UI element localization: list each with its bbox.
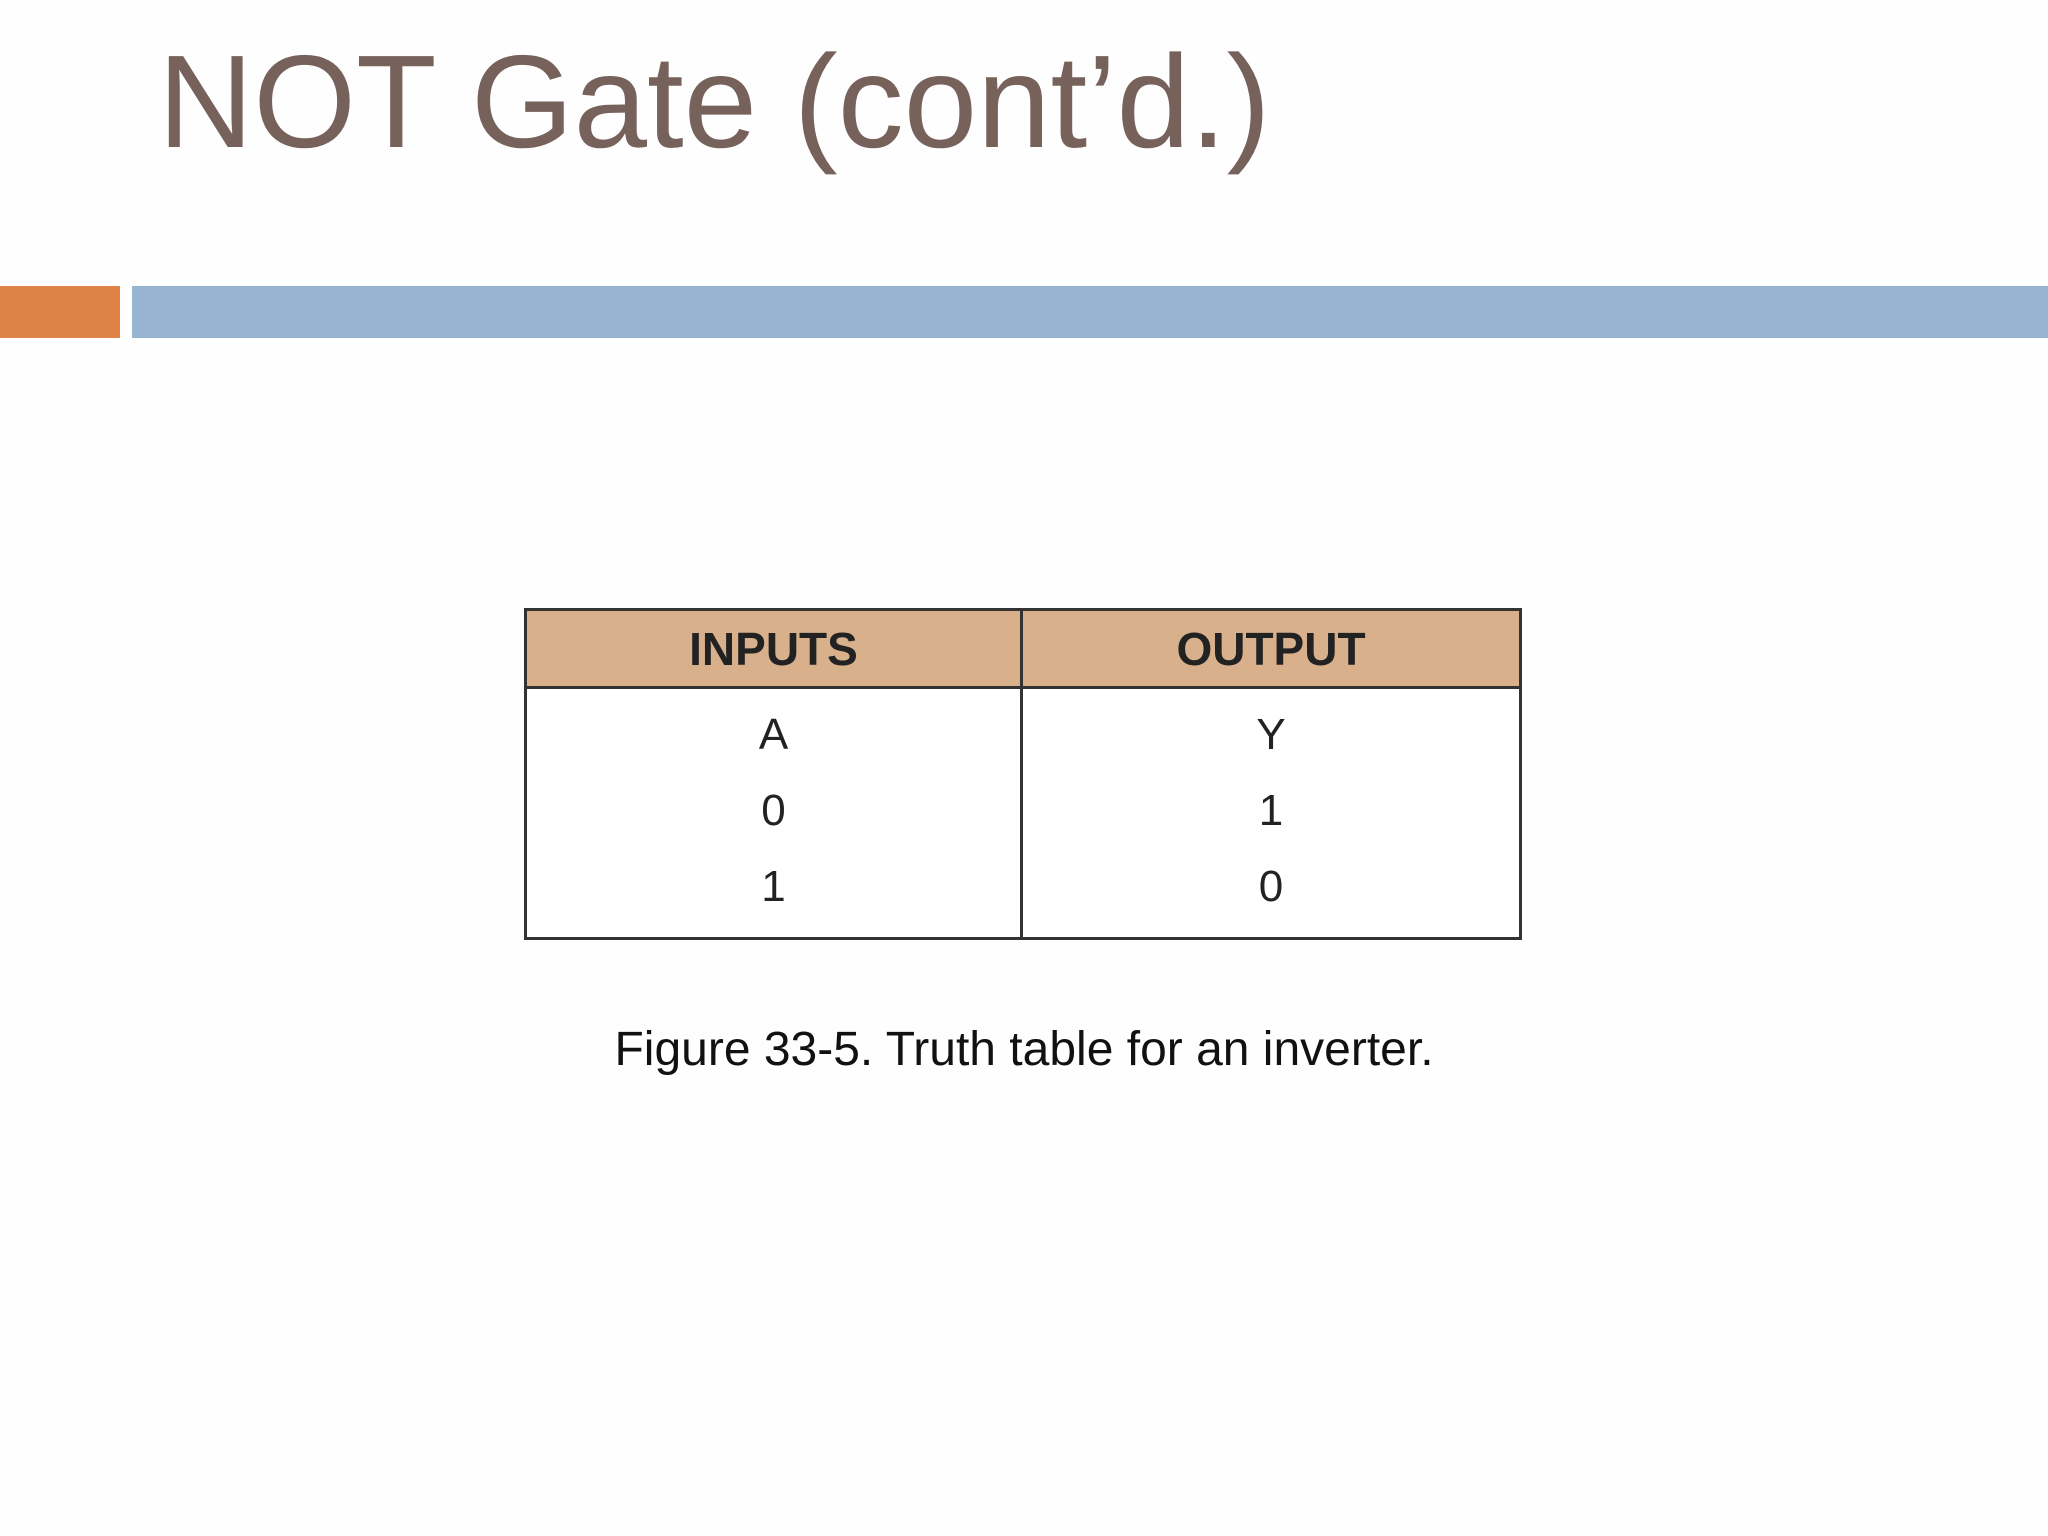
truth-table: INPUTS OUTPUT A 0 1 Y 1 0 [524, 608, 1522, 940]
subheader-a: A [758, 710, 789, 759]
table-cell: 0 [1258, 862, 1284, 911]
header-output: OUTPUT [1176, 622, 1366, 675]
title-accent-bar [0, 286, 120, 338]
truth-table-body: A 0 1 Y 1 0 [527, 689, 1519, 937]
table-cell: 1 [1258, 786, 1284, 835]
header-inputs: INPUTS [527, 611, 1023, 686]
figure-caption: Figure 33-5. Truth table for an inverter… [614, 1023, 1434, 1076]
truth-table-header: INPUTS OUTPUT [527, 611, 1519, 689]
inputs-column: A 0 1 [527, 689, 1023, 937]
subheader-y: Y [1256, 710, 1286, 759]
slide-title: NOT Gate (cont’d.) [158, 28, 1271, 175]
table-cell: 1 [761, 862, 786, 911]
output-column: Y 1 0 [1023, 689, 1519, 937]
title-divider-bar [132, 286, 2048, 338]
table-cell: 0 [761, 786, 786, 835]
